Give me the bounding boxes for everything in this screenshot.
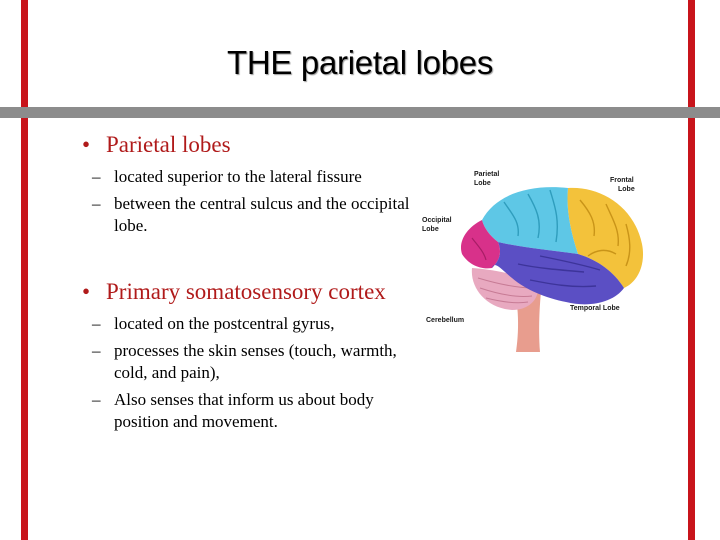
- label-frontal-lobe: Lobe: [618, 186, 635, 193]
- label-frontal: Frontal: [610, 177, 634, 184]
- parietal-gyri: [503, 189, 559, 243]
- slide-title: THE parietal lobes: [226, 44, 494, 81]
- bullet-group-somatosensory: Primary somatosensory cortex located on …: [82, 279, 412, 433]
- sub-bullet: between the central sulcus and the occip…: [82, 193, 412, 237]
- frontal-lobe-region: [567, 187, 644, 288]
- sub-bullet: located superior to the lateral fissure: [82, 166, 412, 188]
- label-cerebellum: Cerebellum: [426, 317, 464, 324]
- sub-bullet: Also senses that inform us about body po…: [82, 389, 412, 433]
- brain-diagram: Parietal Lobe Frontal Lobe Occipital Lob…: [422, 171, 644, 352]
- sub-bullet: processes the skin senses (touch, warmth…: [82, 340, 412, 384]
- bullet-heading: Primary somatosensory cortex: [82, 279, 412, 305]
- right-red-border: [688, 0, 695, 540]
- left-red-border: [21, 0, 28, 540]
- frontal-gyri: [579, 199, 631, 267]
- label-temporal-lobe: Temporal Lobe: [570, 305, 620, 312]
- sub-bullet-list: located on the postcentral gyrus, proces…: [82, 313, 412, 433]
- occipital-lobe-region: [460, 220, 500, 269]
- label-occipital: Occipital: [422, 217, 452, 224]
- occipital-gyri: [471, 237, 487, 261]
- label-parietal: Parietal: [474, 171, 499, 178]
- bullet-group-parietal: Parietal lobes located superior to the l…: [82, 132, 412, 237]
- temporal-lobe-region: [492, 242, 624, 305]
- label-occipital-lobe: Lobe: [422, 226, 439, 233]
- temporal-gyri: [517, 255, 601, 288]
- label-parietal-lobe: Lobe: [474, 180, 491, 187]
- bullet-content: Parietal lobes located superior to the l…: [82, 132, 412, 438]
- title-divider-bar: [0, 107, 720, 118]
- sub-bullet-list: located superior to the lateral fissure …: [82, 166, 412, 237]
- sub-bullet: located on the postcentral gyrus,: [82, 313, 412, 335]
- bullet-heading: Parietal lobes: [82, 132, 412, 158]
